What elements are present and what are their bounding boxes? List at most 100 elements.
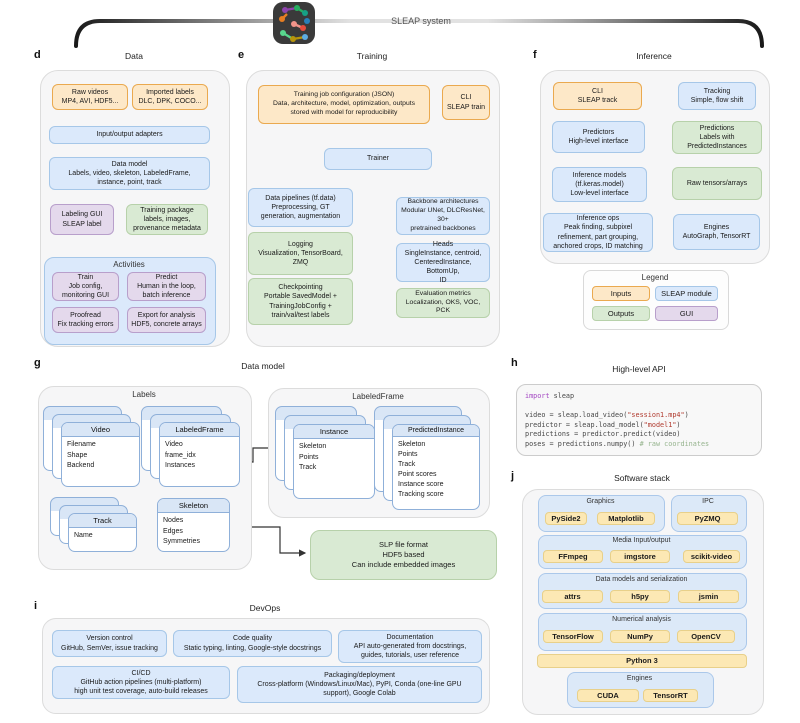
cuda-box: CUDA <box>577 689 639 702</box>
cli-track-box: CLI SLEAP track <box>553 82 642 110</box>
ipc-title: IPC <box>702 498 714 505</box>
legend-title: Legend <box>641 273 669 282</box>
numerical-title: Numerical analysis <box>612 616 671 623</box>
code-blank-line <box>525 402 753 412</box>
labeling-gui-box: Labeling GUI SLEAP label <box>50 204 114 235</box>
train-box: Train Job config, monitoring GUI <box>52 272 119 301</box>
imported-labels-box: Imported labels DLC, DPK, COCO... <box>132 84 208 110</box>
documentation-box: Documentation API auto-generated from do… <box>338 630 482 663</box>
predictedinstance-card-header: PredictedInstance <box>393 425 479 437</box>
h5py-box: h5py <box>610 590 670 603</box>
tensorflow-box: TensorFlow <box>543 630 603 643</box>
raw-videos-box: Raw videos MP4, AVI, HDF5... <box>52 84 128 110</box>
inference-models-box: Inference models (tf.keras.model) Low-le… <box>552 167 647 202</box>
inference-ops-box: Inference ops Peak finding, subpixel ref… <box>543 213 653 252</box>
jsmin-box: jsmin <box>678 590 739 603</box>
graphics-title: Graphics <box>586 498 615 505</box>
data-model-box: Data model Labels, video, skeleton, Labe… <box>49 157 210 190</box>
trainer-box: Trainer <box>324 148 432 170</box>
video-card: Video Filename Shape Backend <box>61 422 140 487</box>
code-string: "session1.mp4" <box>627 411 685 419</box>
tensorrt-box: TensorRT <box>643 689 698 702</box>
labeledframe-card: LabeledFrame Video frame_idx Instances <box>159 422 240 487</box>
skeleton-card-header: Skeleton <box>158 499 229 513</box>
code-text: ) <box>676 420 681 429</box>
code-line: import sleap <box>525 392 753 402</box>
system-title: SLEAP system <box>391 16 451 26</box>
proofread-box: Proofread Fix tracking errors <box>52 307 119 333</box>
engines-group-title: Engines <box>626 675 653 682</box>
skeleton-card-attrs: Nodes Edges Symmetries <box>163 517 200 545</box>
panel-i-title: DevOps <box>249 603 281 613</box>
video-card-attrs: Filename Shape Backend <box>67 441 96 469</box>
panel-f-title: Inference <box>636 51 672 61</box>
attrs-box: attrs <box>542 590 603 603</box>
heads-box: Heads SingleInstance, centroid, Centered… <box>396 241 490 284</box>
code-text: sleap <box>549 392 575 400</box>
job-config-box: Training job configuration (JSON) Data, … <box>258 85 430 124</box>
scikit-video-box: scikit-video <box>683 550 740 563</box>
video-card-header: Video <box>62 423 139 437</box>
panel-e-label: e <box>238 49 245 61</box>
sleap-logo <box>272 1 316 45</box>
pyzmq-box: PyZMQ <box>677 512 738 525</box>
code-line: video = sleap.load_video("session1.mp4") <box>525 411 753 421</box>
backbones-box: Backbone architectures Modular UNet, DLC… <box>396 197 490 235</box>
code-text: poses = predictions.numpy() <box>525 439 640 448</box>
legend-outputs-swatch: Outputs <box>592 306 650 321</box>
code-text: predictions = predictor.predict(video) <box>525 430 681 438</box>
panel-h-label: h <box>511 357 518 369</box>
instance-card-header: Instance <box>294 425 374 439</box>
data-pipelines-box: Data pipelines (tf.data) Preprocessing, … <box>248 188 353 227</box>
cli-train-box: CLI SLEAP train <box>442 85 490 120</box>
ffmpeg-box: FFmpeg <box>543 550 603 563</box>
code-text: predictor = sleap.load_model( <box>525 420 644 429</box>
version-control-box: Version control GitHub, SemVer, issue tr… <box>52 630 167 657</box>
engines-box: Engines AutoGraph, TensorRT <box>673 214 760 250</box>
activities-title: Activities <box>113 260 145 269</box>
panel-h-title: High-level API <box>612 364 666 374</box>
matplotlib-box: Matplotlib <box>597 512 655 525</box>
panel-d-label: d <box>34 49 41 61</box>
code-line: predictor = sleap.load_model("model1") <box>525 421 753 431</box>
panel-i-label: i <box>34 600 38 612</box>
code-string: "model1" <box>643 420 677 429</box>
media-title: Media Input/output <box>612 537 671 544</box>
code-quality-box: Code quality Static typing, linting, Goo… <box>173 630 332 657</box>
export-box: Export for analysis HDF5, concrete array… <box>127 307 206 333</box>
opencv-box: OpenCV <box>677 630 735 643</box>
panel-f-label: f <box>533 49 537 61</box>
predictions-box: Predictions Labels with PredictedInstanc… <box>672 121 762 154</box>
skeleton-card: Skeleton Nodes Edges Symmetries <box>157 498 230 552</box>
track-card: Track Name <box>68 513 137 552</box>
track-card-attrs: Name <box>74 532 93 539</box>
packaging-box: Packaging/deployment Cross-platform (Win… <box>237 666 482 703</box>
code-keyword: import <box>525 392 550 400</box>
labels-container-title: Labels <box>132 390 156 399</box>
code-line: predictions = predictor.predict(video) <box>525 430 753 440</box>
data-serialization-title: Data models and serialization <box>595 576 688 583</box>
code-line: poses = predictions.numpy() # raw coordi… <box>525 440 753 450</box>
training-package-box: Training package labels, images, provena… <box>126 204 208 235</box>
labeledframe-card-attrs: Video frame_idx Instances <box>165 441 196 469</box>
checkpointing-box: Checkpointing Portable SavedModel + Trai… <box>248 278 353 325</box>
instance-card: Instance Skeleton Points Track <box>293 424 375 499</box>
panel-g-label: g <box>34 357 41 369</box>
code-snippet: import sleap video = sleap.load_video("s… <box>516 384 762 456</box>
track-card-header: Track <box>69 514 136 528</box>
numpy-box: NumPy <box>610 630 670 643</box>
imgstore-box: imgstore <box>610 550 670 563</box>
eval-metrics-box: Evaluation metrics Localization, OKS, VO… <box>396 288 490 318</box>
tracking-box: Tracking Simple, flow shift <box>678 82 756 110</box>
panel-e-title: Training <box>356 51 388 61</box>
code-text: ) <box>684 411 689 419</box>
panel-j-title: Software stack <box>614 473 670 483</box>
labeledframe-card-header: LabeledFrame <box>160 423 239 437</box>
raw-tensors-box: Raw tensors/arrays <box>672 167 762 200</box>
predictors-box: Predictors High-level interface <box>552 121 645 153</box>
panel-j-label: j <box>511 470 515 482</box>
io-adapters-box: Input/output adapters <box>49 126 210 144</box>
slp-format-box: SLP file format HDF5 based Can include e… <box>310 530 497 580</box>
code-text: video = sleap.load_video( <box>525 411 628 419</box>
legend-inputs-swatch: Inputs <box>592 286 650 301</box>
